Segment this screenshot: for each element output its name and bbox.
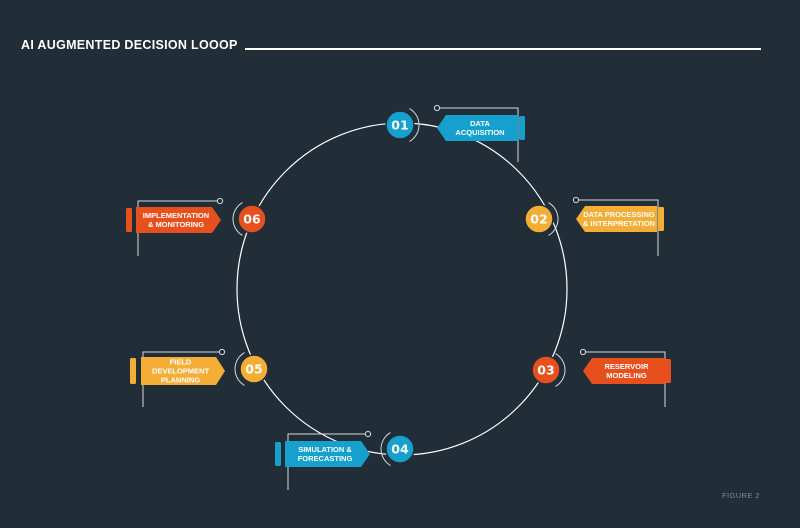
stage-label-shape xyxy=(583,358,665,384)
stage-06: IMPLEMENTATION& MONITORING 06 xyxy=(126,197,267,256)
stage-tab xyxy=(275,442,281,466)
stage-label-line: DATA xyxy=(470,119,490,128)
connector-bracket xyxy=(142,351,222,407)
stage-label-line: ACQUISITION xyxy=(455,128,504,137)
node-arc xyxy=(555,353,566,387)
node-arc xyxy=(232,202,243,236)
connector-bracket xyxy=(583,351,666,407)
stage-label-line: MODELING xyxy=(606,371,647,380)
stage-node xyxy=(239,354,269,384)
connector-ring xyxy=(216,197,224,205)
stage-number: 06 xyxy=(243,212,261,227)
connector-ring xyxy=(218,348,226,356)
stage-node xyxy=(385,434,415,464)
connector-ring xyxy=(364,430,372,438)
stage-label-line: SIMULATION & xyxy=(298,445,352,454)
stage-tab xyxy=(519,116,525,140)
stage-label-line: IMPLEMENTATION xyxy=(143,211,209,220)
stage-node xyxy=(524,204,554,234)
node-arc xyxy=(548,202,559,236)
stage-label-shape xyxy=(285,441,370,467)
connector-bracket xyxy=(437,107,519,162)
stage-node xyxy=(531,355,561,385)
loop-circle xyxy=(236,122,568,456)
stage-number: 01 xyxy=(391,118,408,133)
stage-number: 05 xyxy=(245,362,262,377)
node-arc xyxy=(380,432,391,466)
stage-label-line: PLANNING xyxy=(161,376,200,385)
page-title: AI AUGMENTED DECISION LOOOP xyxy=(21,38,238,52)
stage-label-line: DATA PROCESSING xyxy=(583,210,655,219)
connector-bracket xyxy=(287,433,368,490)
stage-node xyxy=(237,204,267,234)
stage-number: 02 xyxy=(530,212,547,227)
stage-label-shape xyxy=(437,115,518,141)
stage-label-line: DEVELOPMENT xyxy=(152,367,210,376)
stage-02: DATA PROCESSING& INTERPRETATION 02 xyxy=(524,196,664,256)
stage-tab xyxy=(130,358,136,384)
connector-ring xyxy=(433,104,441,112)
stage-label-line: RESERVOIR xyxy=(604,362,649,371)
stage-tab xyxy=(665,359,671,383)
connector-bracket xyxy=(137,200,220,256)
connector-bracket xyxy=(576,199,659,256)
title-rule xyxy=(245,48,761,50)
stage-number: 04 xyxy=(391,442,409,457)
stage-label-line: & MONITORING xyxy=(148,220,204,229)
stage-tab xyxy=(658,207,664,231)
stage-number: 03 xyxy=(537,363,554,378)
stage-node xyxy=(385,110,415,140)
connector-ring xyxy=(579,348,587,356)
stage-tab xyxy=(126,208,132,232)
stage-label-line: FORECASTING xyxy=(298,454,353,463)
stage-label-line: FIELD xyxy=(170,358,192,367)
node-arc xyxy=(234,352,245,386)
figure-label: FIGURE 2 xyxy=(722,491,760,500)
node-arc xyxy=(409,108,420,142)
stage-04: SIMULATION &FORECASTING 04 xyxy=(275,430,415,490)
stage-label-shape xyxy=(136,207,221,233)
stage-label-shape xyxy=(141,357,225,385)
stage-label-shape xyxy=(576,206,657,232)
connector-ring xyxy=(572,196,580,204)
stage-label-line: & INTERPRETATION xyxy=(583,219,655,228)
